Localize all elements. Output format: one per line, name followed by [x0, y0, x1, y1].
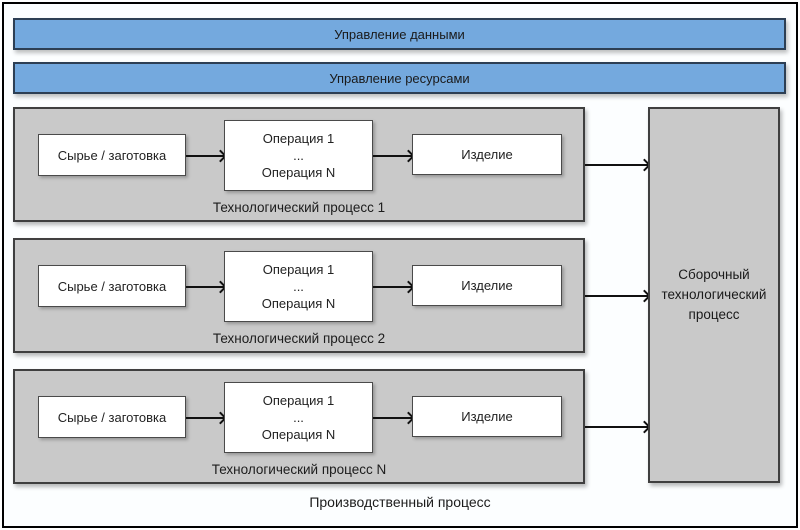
product-box: Изделие	[412, 134, 562, 175]
process-row-n: Сырье / заготовка Операция 1 ... Операци…	[13, 369, 585, 484]
assembly-process-box: Сборочный технологический процесс	[648, 107, 780, 483]
operations-box: Операция 1 ... Операция N	[224, 382, 373, 453]
arrow-operations-to-product	[373, 286, 412, 288]
operations-box: Операция 1 ... Операция N	[224, 120, 373, 191]
raw-material-box: Сырье / заготовка	[38, 396, 186, 438]
data-management-bar: Управление данными	[13, 18, 786, 50]
product-box: Изделие	[412, 265, 562, 306]
product-box: Изделие	[412, 396, 562, 437]
operation-ellipsis: ...	[293, 410, 304, 425]
operation-ellipsis: ...	[293, 148, 304, 163]
arrow-operations-to-product	[373, 155, 412, 157]
process-row-label: Технологический процесс N	[211, 462, 387, 477]
operation-first-label: Операция 1	[262, 131, 335, 146]
raw-material-label: Сырье / заготовка	[57, 147, 167, 163]
arrow-source-to-operations	[186, 155, 224, 157]
process-row-2: Сырье / заготовка Операция 1 ... Операци…	[13, 238, 585, 353]
data-management-bar-label: Управление данными	[334, 26, 465, 42]
arrow-row2-to-assembly	[585, 295, 648, 297]
operation-last-label: Операция N	[261, 165, 336, 180]
process-row-label: Технологический процесс 1	[212, 200, 386, 215]
operation-first-label: Операция 1	[262, 262, 335, 277]
process-row-1: Сырье / заготовка Операция 1 ... Операци…	[13, 107, 585, 222]
raw-material-label: Сырье / заготовка	[57, 409, 167, 425]
resource-management-bar: Управление ресурсами	[13, 62, 786, 94]
arrow-source-to-operations	[186, 286, 224, 288]
process-row-label: Технологический процесс 2	[212, 331, 386, 346]
arrow-operations-to-product	[373, 417, 412, 419]
operation-first-label: Операция 1	[262, 393, 335, 408]
operation-last-label: Операция N	[261, 427, 336, 442]
assembly-process-label: Сборочный технологический процесс	[661, 267, 767, 322]
resource-management-bar-label: Управление ресурсами	[329, 70, 470, 86]
product-label: Изделие	[461, 278, 513, 293]
operation-last-label: Операция N	[261, 296, 336, 311]
arrow-source-to-operations	[186, 417, 224, 419]
raw-material-box: Сырье / заготовка	[38, 265, 186, 307]
raw-material-box: Сырье / заготовка	[38, 134, 186, 176]
operations-box: Операция 1 ... Операция N	[224, 251, 373, 322]
raw-material-label: Сырье / заготовка	[57, 278, 167, 294]
arrow-row1-to-assembly	[585, 164, 648, 166]
product-label: Изделие	[461, 147, 513, 162]
operation-ellipsis: ...	[293, 279, 304, 294]
arrow-rown-to-assembly	[585, 426, 648, 428]
product-label: Изделие	[461, 409, 513, 424]
production-process-label: Производственный процесс	[309, 494, 491, 510]
